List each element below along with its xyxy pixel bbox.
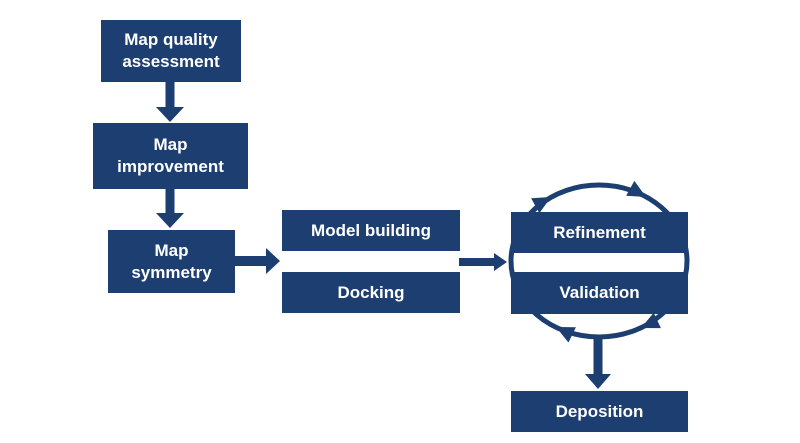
arrow-quality-to-improvement	[156, 82, 184, 122]
box-docking: Docking	[282, 272, 460, 313]
box-validation: Validation	[511, 272, 688, 314]
cycle-arrowhead-top-left-icon	[531, 197, 551, 214]
box-map-improvement: Map improvement	[93, 123, 248, 189]
cycle-arrowhead-bottom-left-icon	[556, 327, 576, 343]
arrow-modelbuilding-to-refinement	[459, 253, 507, 271]
box-map-symmetry: Map symmetry	[108, 230, 235, 293]
cycle-arrowhead-bottom-right-icon	[641, 312, 661, 329]
cycle-arrowhead-top-right-icon	[626, 180, 646, 197]
box-model-building: Model building	[282, 210, 460, 251]
arrow-validation-to-deposition	[585, 337, 611, 389]
arrow-symmetry-to-modelbuilding	[235, 248, 280, 274]
box-refinement: Refinement	[511, 212, 688, 253]
arrow-improvement-to-symmetry	[156, 189, 184, 228]
box-map-quality-assessment: Map quality assessment	[101, 20, 241, 82]
box-deposition: Deposition	[511, 391, 688, 432]
